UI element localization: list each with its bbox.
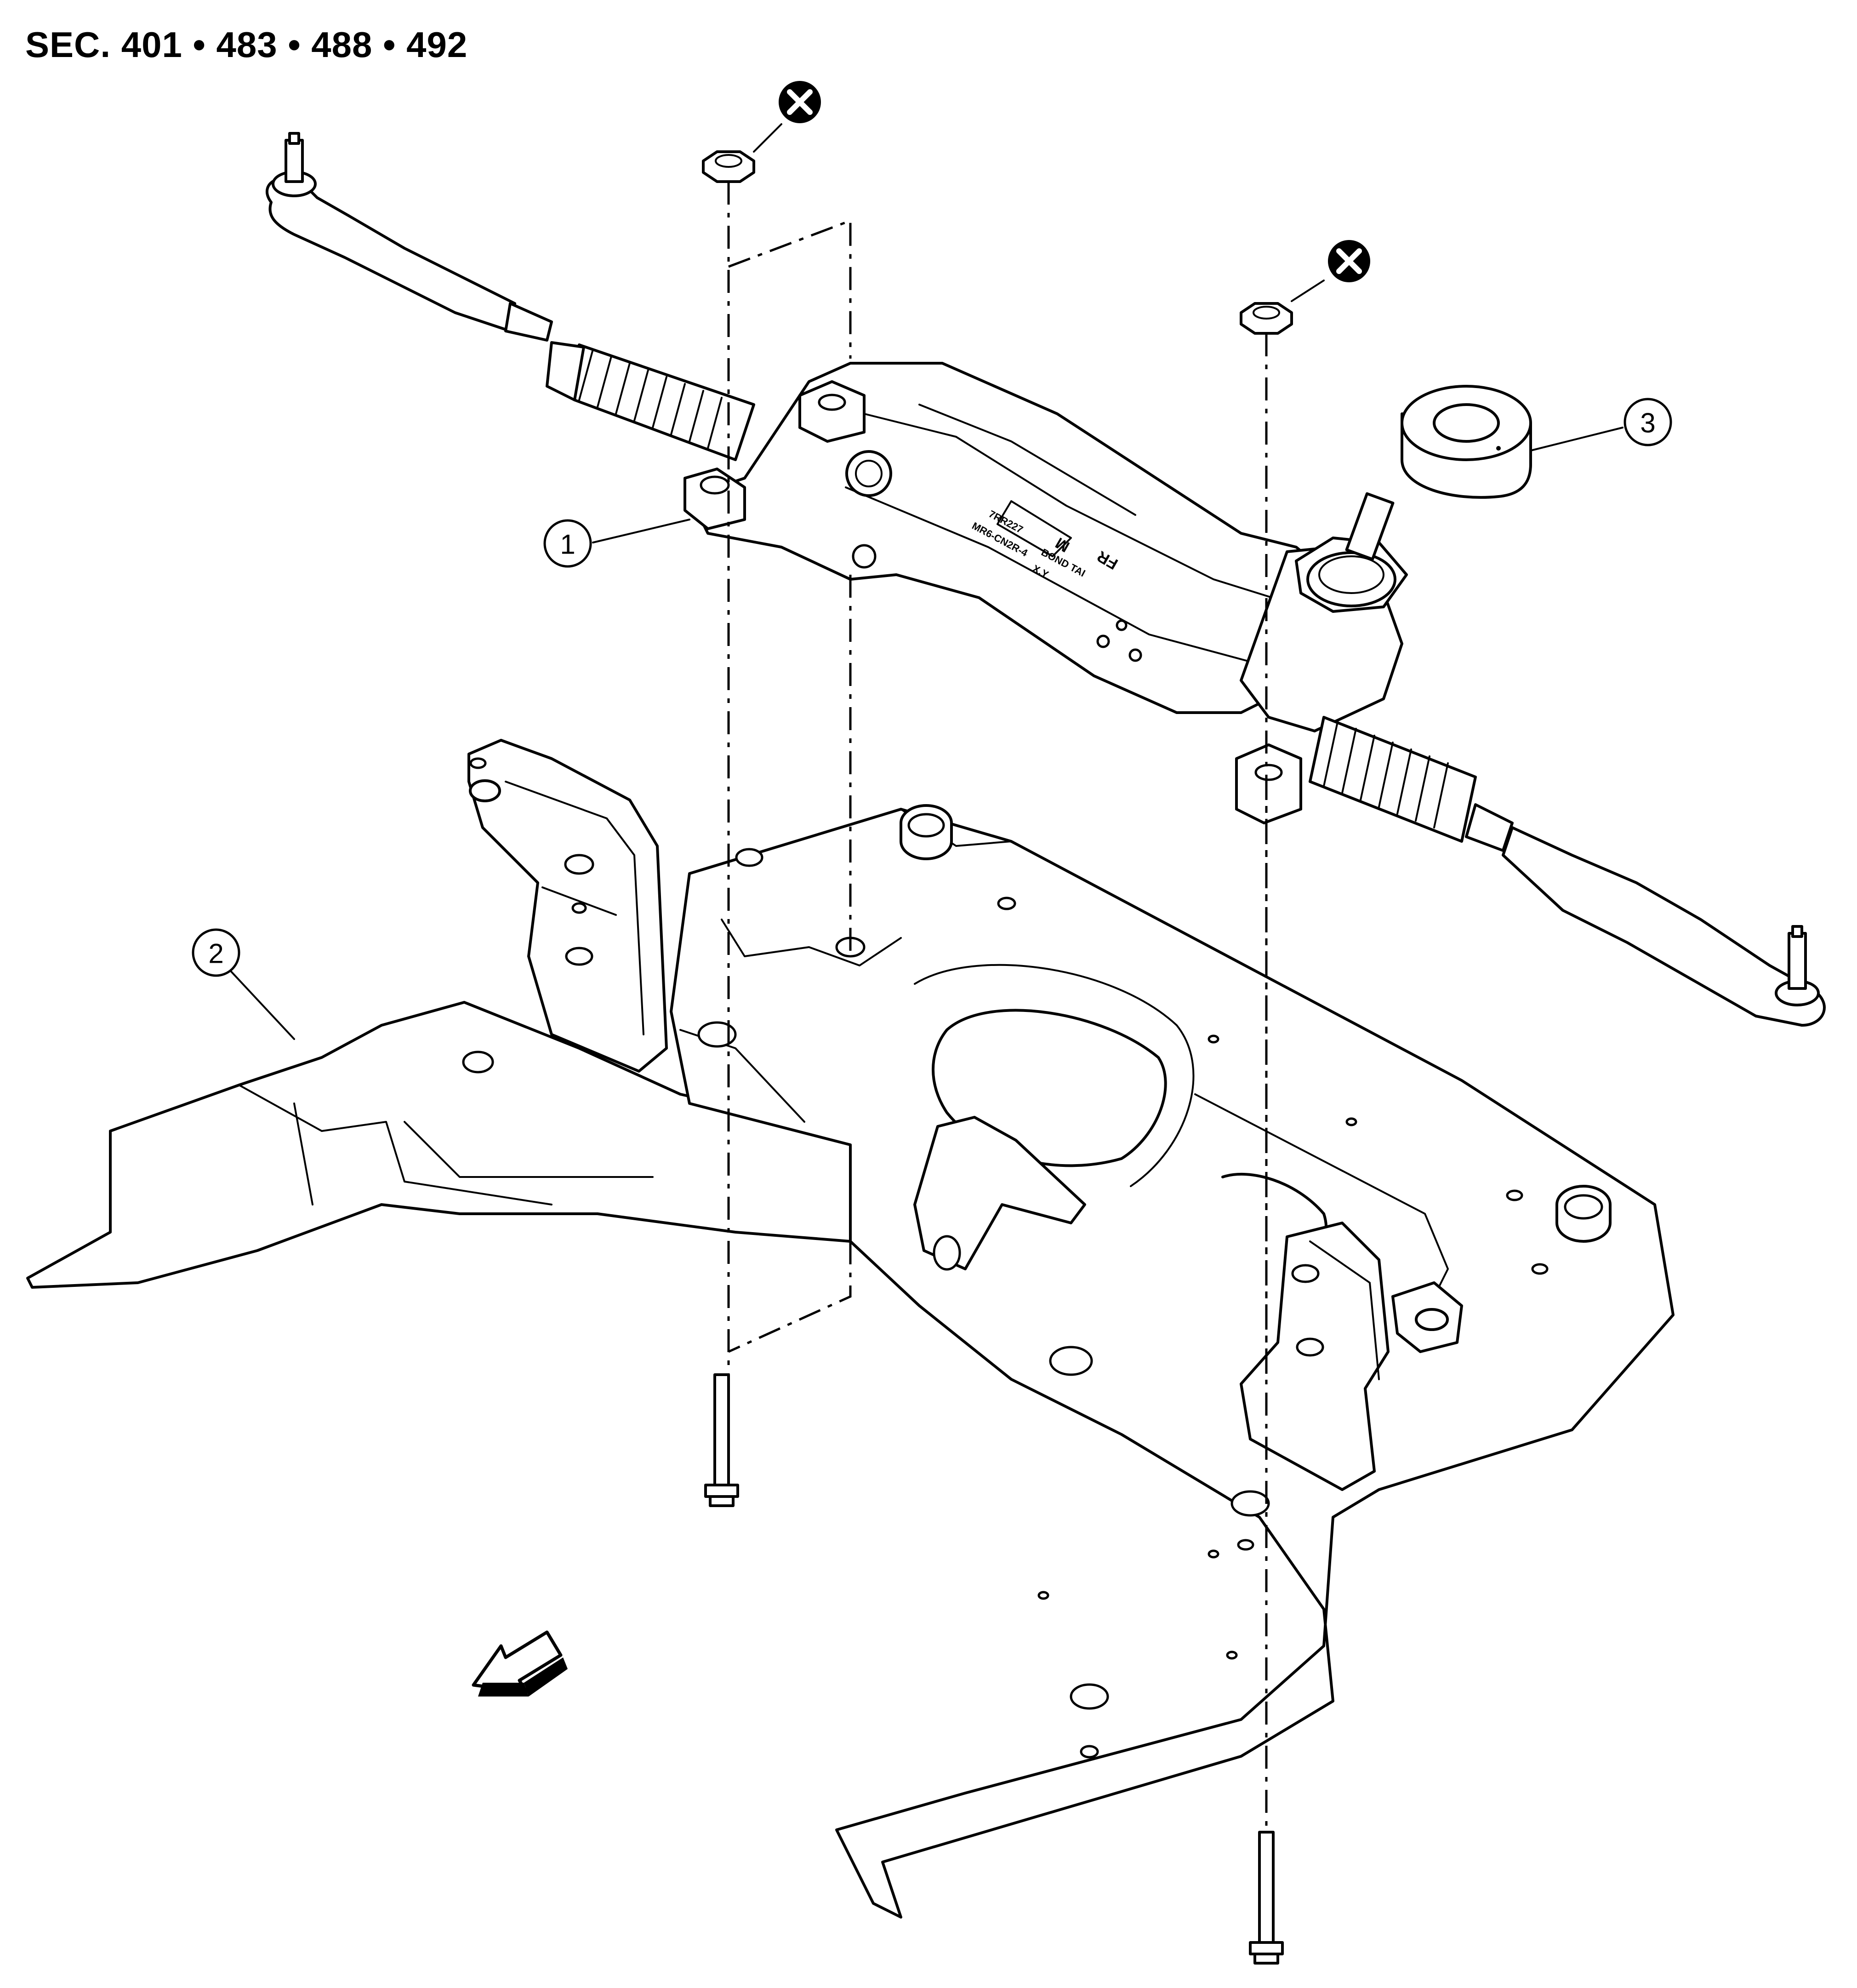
suspension-left-rail [26, 1001, 852, 1289]
right-tie-rod-end [1502, 826, 1826, 1027]
callout-1: 1 [543, 519, 690, 568]
upper-right-nut [1240, 302, 1293, 335]
nonreusable-left-icon [753, 81, 821, 153]
nonreusable-right-icon [1291, 240, 1370, 302]
suspension-center-body [670, 808, 1675, 1919]
seal-grommet [1401, 385, 1532, 499]
steering-gear-assembly: 7RR227 BOND TAI MR6-CN2R-4 X.Y FR M [266, 132, 1826, 1027]
suspension-right-tower [1240, 1222, 1390, 1491]
section-reference: SEC. 401 • 483 • 488 • 492 [25, 24, 468, 65]
left-tie-rod-end [266, 177, 516, 332]
callout-3-label: 3 [1640, 408, 1655, 439]
lower-left-bolt [704, 1373, 739, 1507]
left-boot [546, 341, 755, 461]
callout-2: 2 [192, 928, 295, 1040]
callout-1-label: 1 [560, 529, 575, 560]
upper-left-nut [702, 150, 755, 183]
callout-2-label: 2 [208, 938, 223, 969]
callout-3: 3 [1530, 398, 1672, 451]
assembly-centerlines [727, 182, 1268, 1830]
suspension-left-tower [467, 739, 668, 1073]
right-boot [1309, 716, 1514, 852]
front-direction-arrow-icon [472, 1630, 568, 1697]
suspension-member [26, 739, 1675, 1919]
lower-right-bolt [1249, 1831, 1284, 1965]
